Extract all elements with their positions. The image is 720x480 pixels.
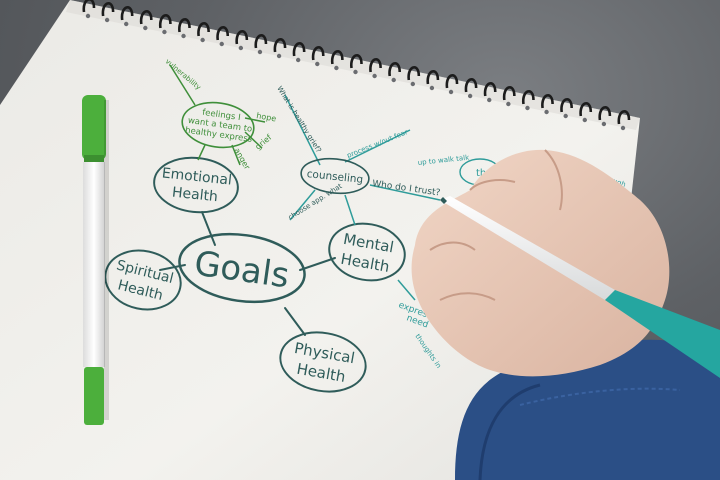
emotional-health-label-2: Health <box>171 185 218 206</box>
spiral-coil <box>197 22 210 37</box>
spiral-coil <box>273 38 287 53</box>
spiral-coil <box>560 98 573 113</box>
spiral-hole <box>85 13 91 19</box>
spiral-hole <box>104 17 110 23</box>
spiral-hole <box>410 81 416 87</box>
spiral-hole <box>124 21 129 27</box>
spiral-hole <box>315 61 320 67</box>
spiral-hole <box>525 105 530 111</box>
spiral-hole <box>372 73 377 79</box>
counseling-node <box>300 157 370 195</box>
spiral-hole <box>391 77 396 83</box>
goals-node <box>178 232 306 304</box>
spiral-hole <box>601 121 607 127</box>
spiral-hole <box>219 41 224 47</box>
hand <box>411 149 670 377</box>
far-right-label: th <box>476 168 486 179</box>
spiral-coil <box>388 62 402 77</box>
spiral-coil <box>483 82 497 97</box>
spiral-coil <box>82 0 96 13</box>
spiral-coil <box>445 74 459 89</box>
spiral-hole <box>200 37 205 43</box>
spiral-coil <box>502 86 516 101</box>
teal-pen <box>440 196 720 378</box>
spiral-hole <box>448 89 454 95</box>
feelings-node <box>181 101 255 149</box>
counseling-label: counseling <box>306 168 364 186</box>
spiral-coil <box>330 50 344 65</box>
spiral-hole <box>467 93 473 99</box>
spiral-hole <box>563 113 568 119</box>
spiral-hole <box>582 117 587 123</box>
spiral-coil <box>598 106 612 121</box>
spiral-hole <box>353 69 358 75</box>
spiral-hole <box>162 29 167 35</box>
emotional-health-label-1: Emotional <box>161 165 233 188</box>
spiral-hole <box>487 97 492 103</box>
spiral-hole <box>238 45 244 51</box>
emotional-sub-connectors <box>169 64 266 166</box>
spiral-coil <box>350 54 363 69</box>
spiral-hole <box>143 25 148 31</box>
spiral-coil <box>617 110 631 125</box>
spiral-coil <box>139 10 153 25</box>
spiral-hole <box>429 85 435 91</box>
spiral-hole <box>257 49 263 55</box>
spiral-hole <box>544 109 549 115</box>
spiral-hole <box>334 65 339 71</box>
mental-sub-connectors <box>284 94 441 301</box>
leaf-hope: hope <box>256 111 277 123</box>
spiral-coil <box>522 90 535 105</box>
mental-health-node <box>328 222 406 282</box>
spiral-coil <box>464 78 478 93</box>
spiral-coil <box>178 18 191 33</box>
spiral-hole <box>276 53 282 59</box>
spiritual-health-node <box>104 249 182 311</box>
spiral-coil <box>235 30 249 45</box>
spiral-coil <box>541 94 554 109</box>
spiral-coil <box>426 70 440 85</box>
spiral-coil <box>579 102 593 117</box>
spiral-hole <box>506 101 511 107</box>
spiral-coil <box>216 26 230 41</box>
spiral-coil <box>407 66 421 81</box>
spiral-coil <box>254 34 268 49</box>
spiral-coil <box>101 2 115 17</box>
green-marker <box>82 95 109 425</box>
spiral-coil <box>120 6 134 21</box>
spiral-coil <box>311 46 325 61</box>
spiral-coil <box>158 14 172 29</box>
spiral-coil <box>369 58 382 73</box>
spiral-binding <box>82 0 631 131</box>
spiral-hole <box>181 33 186 39</box>
spiral-coil <box>292 42 306 57</box>
spiral-hole <box>295 57 301 63</box>
physical-health-node <box>279 331 367 393</box>
spiral-hole <box>620 125 626 131</box>
